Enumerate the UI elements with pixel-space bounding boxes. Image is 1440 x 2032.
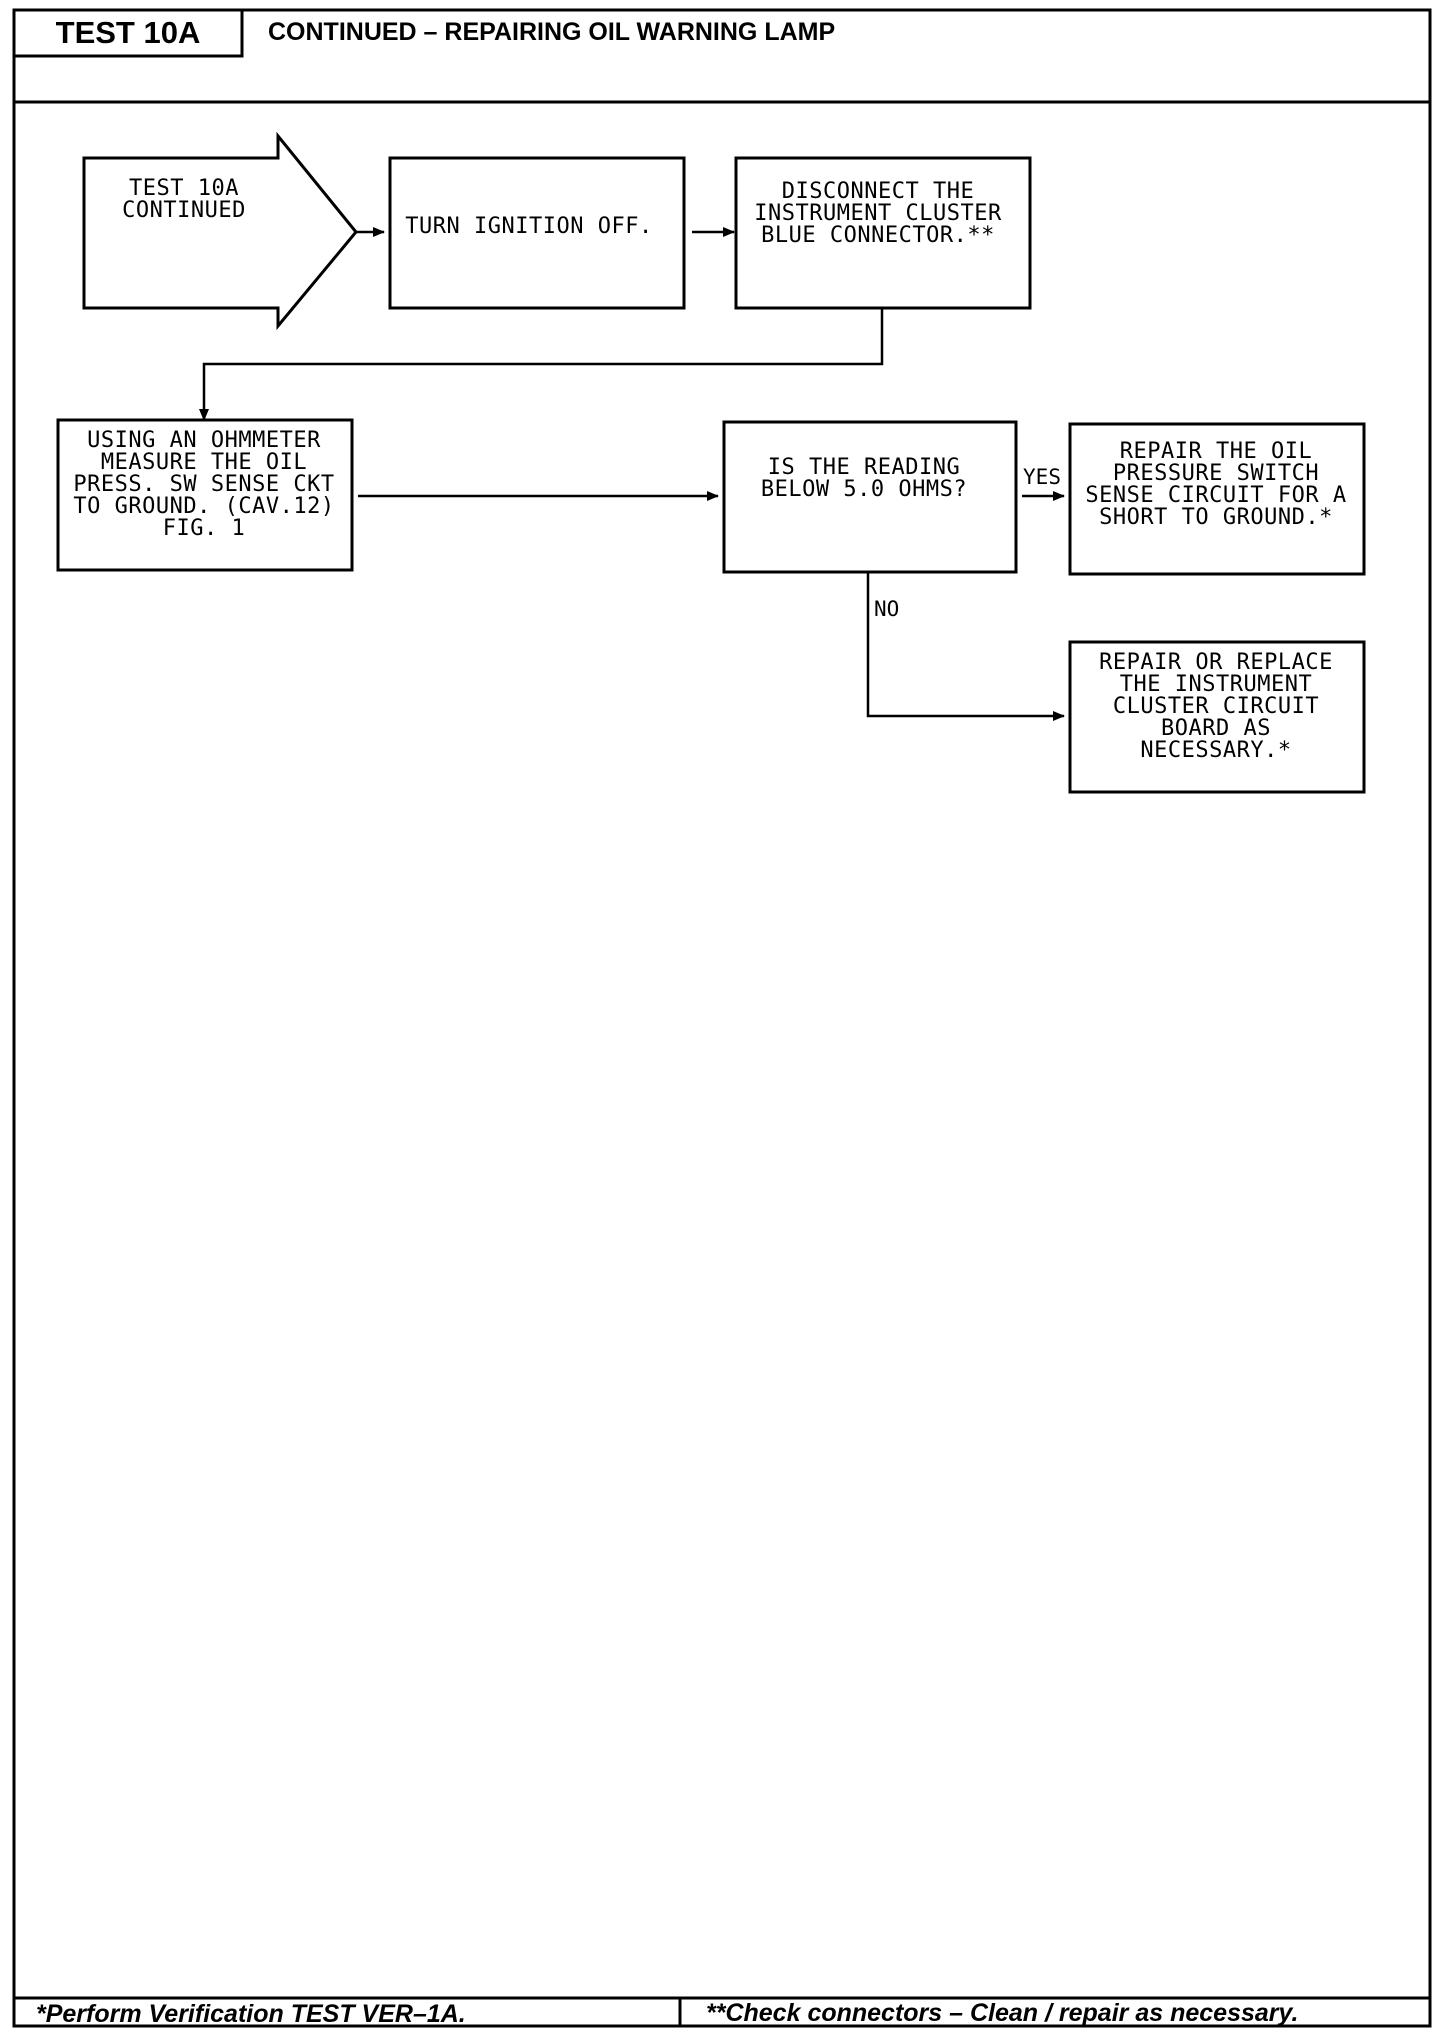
result-yes-line: PRESSURE SWITCH [1113,461,1319,486]
result-no-line: CLUSTER CIRCUIT [1113,694,1319,719]
footnote-connectors: **Check connectors – Clean / repair as n… [706,1999,1298,2027]
result-no-line: THE INSTRUMENT [1120,672,1312,697]
step-measure-line: USING AN OHMMETER [87,428,321,453]
test-id-box [12,8,244,58]
arrow-no [866,572,1065,721]
no-label: NO [874,597,899,621]
yes-label: YES [1023,465,1061,489]
result-no-line: REPAIR OR REPLACE [1099,650,1333,675]
step-measure-line: PRESS. SW SENSE CKT [73,472,334,497]
step-disconnect-line: INSTRUMENT CLUSTER [754,201,1002,226]
page-title: CONTINUED – REPAIRING OIL WARNING LAMP [268,18,835,46]
result-yes-line: REPAIR THE OIL [1120,439,1312,464]
decision-line: BELOW 5.0 OHMS? [761,477,967,502]
step-measure-line: FIG. 1 [163,516,245,541]
result-no-line: BOARD AS [1161,716,1271,741]
decision-box [722,420,1018,574]
start-line: TEST 10A [129,176,239,201]
repair-sense-circuit-box [1068,422,1366,576]
step-measure-line: MEASURE THE OIL [101,450,307,475]
result-yes-line: SENSE CIRCUIT FOR A [1085,483,1346,508]
page-frame [12,8,1432,2028]
measure-box [56,418,354,572]
test-id: TEST 10A [56,15,201,50]
step-disconnect-line: BLUE CONNECTOR.** [761,223,995,248]
ignition-off-box [388,156,686,310]
step-disconnect-line: DISCONNECT THE [782,179,974,204]
ignition-off-label: TURN IGNITION OFF. [405,214,652,239]
arrow-disconnect-to-measure [199,308,884,421]
start-arrow-shape [82,131,358,331]
start-line: CONTINUED [122,198,246,223]
step-measure-line: TO GROUND. (CAV.12) [73,494,334,519]
step-ignition-line: TURN IGNITION OFF. [405,214,652,239]
footnote-verification: *Perform Verification TEST VER–1A. [36,2000,466,2028]
result-yes-line: SHORT TO GROUND.* [1099,505,1333,530]
result-no-line: NECESSARY.* [1140,738,1291,763]
repair-circuit-board-box [1068,640,1366,794]
decision-line: IS THE READING [768,455,960,480]
